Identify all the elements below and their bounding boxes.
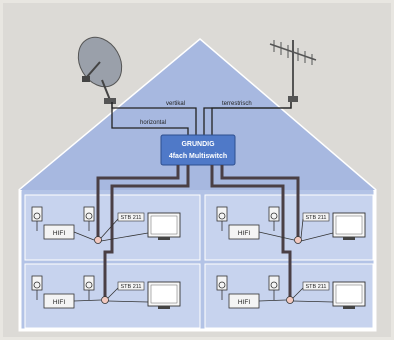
label-vertical: vertikal <box>166 101 185 107</box>
multiswitch-model: 4fach Multiswitch <box>169 153 227 160</box>
stb-unit <box>302 212 330 222</box>
stb-label: STB 211 <box>121 215 142 221</box>
room-equipment: HIFI STB 211 <box>31 275 181 309</box>
stb-cable <box>100 218 119 239</box>
hifi-label: HIFI <box>53 230 65 237</box>
hifi-cable <box>258 231 295 241</box>
tv-cable <box>300 232 334 242</box>
hifi-label: HIFI <box>238 230 250 237</box>
speaker-cone <box>33 281 41 289</box>
label-terrestrial: terrestrisch <box>222 101 252 107</box>
roof <box>20 40 375 190</box>
splitter-icon <box>101 296 109 304</box>
multiswitch-device: GRUNDIG 4fach Multiswitch <box>160 134 236 166</box>
speaker-cone <box>218 281 226 289</box>
feed-lines <box>111 102 292 135</box>
tv-cable <box>100 232 149 242</box>
hifi-cable <box>73 231 95 241</box>
stb-unit <box>302 281 330 291</box>
room-equipment: HIFI STB 211 <box>216 206 366 244</box>
speaker-cone <box>270 212 278 220</box>
multiswitch-brand: GRUNDIG <box>181 141 215 148</box>
tv-screen <box>150 215 178 235</box>
speaker-cone <box>85 281 93 289</box>
satellite-dish-icon <box>77 36 123 104</box>
hifi-cable <box>258 299 287 302</box>
hifi-label: HIFI <box>53 299 65 306</box>
stb-unit <box>117 281 145 291</box>
tv-stand <box>158 306 170 309</box>
room-equipment: HIFI STB 211 <box>216 275 366 309</box>
hifi-cable <box>73 299 102 302</box>
speaker-cone <box>270 281 278 289</box>
stb-label: STB 211 <box>306 215 327 221</box>
label-horizontal: horizontal <box>140 120 166 126</box>
speaker-cone <box>33 212 41 220</box>
splitter-icon <box>94 236 102 244</box>
speaker-cone <box>85 212 93 220</box>
room-equipment: HIFI STB 211 <box>31 206 181 244</box>
stb-cable <box>300 218 304 239</box>
stb-cable <box>107 287 119 299</box>
tv-screen <box>335 284 363 304</box>
stb-label: STB 211 <box>306 284 327 290</box>
tv-cable <box>292 300 334 303</box>
speaker-cone <box>218 212 226 220</box>
tv-stand <box>158 237 170 240</box>
stb-cable <box>292 287 304 299</box>
output-cables <box>96 165 300 300</box>
hifi-label: HIFI <box>238 299 250 306</box>
tv-stand <box>343 237 355 240</box>
tv-cable <box>107 300 149 303</box>
splitter-icon <box>294 236 302 244</box>
splitter-icon <box>286 296 294 304</box>
stb-unit <box>117 212 145 222</box>
terrestrial-antenna-icon <box>269 40 317 102</box>
stb-label: STB 211 <box>121 284 142 290</box>
tv-screen <box>150 284 178 304</box>
tv-stand <box>343 306 355 309</box>
tv-screen <box>335 215 363 235</box>
